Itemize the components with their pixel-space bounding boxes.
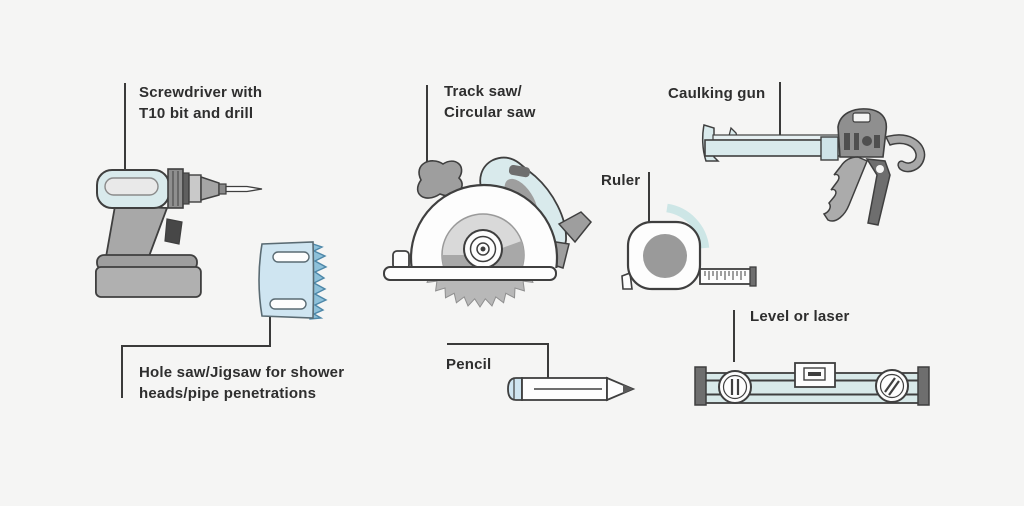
pencil-icon (507, 376, 636, 402)
hole-saw-label-line-v1 (269, 308, 271, 347)
drill-icon (95, 168, 263, 298)
caulking-gun-trigger (822, 156, 868, 222)
pencil-label-line-h (447, 343, 549, 345)
hole-saw-label-line-h (121, 345, 271, 347)
saw-blade-teeth (426, 276, 534, 308)
ruler-label-line (648, 172, 650, 228)
track-saw-label-line (426, 85, 428, 173)
drill-label-line (124, 83, 126, 176)
hole-saw-icon (258, 241, 328, 320)
level-label: Level or laser (750, 308, 850, 325)
track-saw-label: Track saw/ Circular saw (444, 83, 536, 121)
caulking-gun-icon (701, 108, 926, 226)
pencil-label-line-v (547, 343, 549, 388)
caulking-gun-hook (884, 134, 926, 173)
caulking-gun-label: Caulking gun (668, 85, 766, 102)
level-label-line (733, 310, 735, 362)
circular-saw-icon (383, 156, 593, 308)
saw-front-knob (416, 160, 463, 199)
hole-saw-label-line-v2 (121, 345, 123, 398)
saw-base-plate (383, 266, 557, 281)
drill-label: Screwdriver with T10 bit and drill (139, 84, 263, 122)
pencil-label: Pencil (446, 356, 492, 373)
ruler-label: Ruler (601, 172, 641, 189)
hole-saw-label: Hole saw/Jigsaw for shower heads/pipe pe… (139, 364, 345, 402)
tape-measure-icon (621, 203, 757, 291)
level-icon (694, 362, 930, 406)
caulking-gun-label-line (779, 82, 781, 139)
